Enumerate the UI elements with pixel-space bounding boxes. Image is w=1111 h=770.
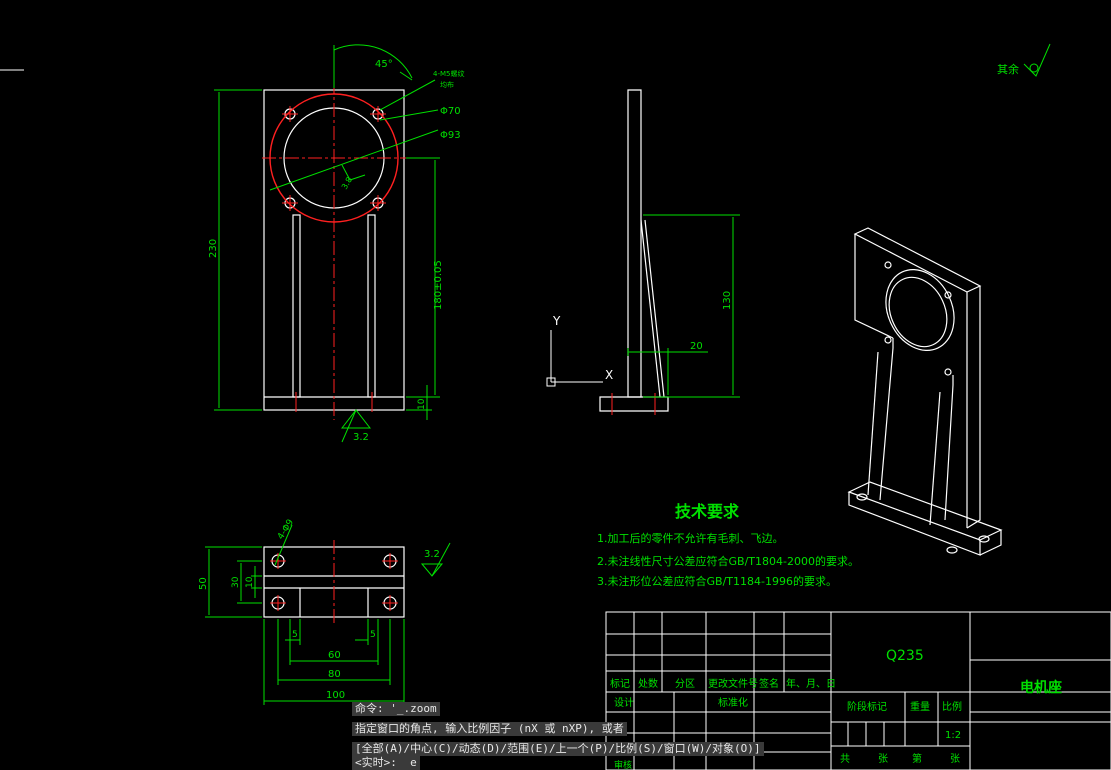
surface-finish-icon bbox=[1023, 43, 1051, 77]
stage-mark-label: 阶段标记 bbox=[847, 700, 887, 713]
title-block-text: Q235 电机座 标记 处数 分区 更改文件号 签名 年、月、日 设计 标准化 … bbox=[610, 648, 1062, 770]
part-name-label: 电机座 bbox=[1020, 679, 1062, 696]
front-view[interactable]: 45° 4-M5螺纹 均布 Φ70 Φ93 230 180±0.05 10 3.… bbox=[208, 44, 464, 443]
hole-note-line1: 4-M5螺纹 bbox=[433, 69, 464, 78]
base-thickness-label: 10 bbox=[417, 398, 427, 410]
command-options-line[interactable]: [全部(A)/中心(C)/动态(D)/范围(E)/上一个(P)/比例(S)/窗口… bbox=[352, 742, 764, 756]
dia-outer-label: Φ70 bbox=[440, 106, 461, 117]
plan-10-label: 10 bbox=[245, 576, 255, 588]
col-date: 年、月、日 bbox=[786, 677, 836, 690]
sheets-label-2: 张 bbox=[950, 753, 960, 765]
total-label: 共 bbox=[840, 753, 850, 765]
plan-30-label: 30 bbox=[231, 576, 241, 588]
side-view-centerlines bbox=[611, 393, 656, 415]
command-history-line-2: 指定窗口的角点, 输入比例因子 (nX 或 nXP), 或者 bbox=[352, 722, 627, 736]
plan-100-label: 100 bbox=[326, 690, 345, 701]
plan-view-centerlines bbox=[270, 540, 398, 625]
isometric-view[interactable] bbox=[847, 227, 1003, 556]
tech-req-1: 1.加工后的零件不允许有毛刺、飞边。 bbox=[597, 531, 784, 545]
plan-holes-label: 4-Φ9 bbox=[276, 518, 296, 542]
plan-view-dimensions bbox=[205, 524, 451, 705]
height-total-label: 230 bbox=[208, 239, 219, 258]
side-view-dim-text: 130 20 bbox=[690, 291, 733, 352]
standardize-label: 标准化 bbox=[718, 696, 748, 709]
scale-label: 比例 bbox=[942, 700, 962, 713]
dia-inner-label: Φ93 bbox=[440, 130, 461, 141]
side-view[interactable]: 130 20 bbox=[599, 89, 740, 415]
surface-finish-label: 其余 bbox=[997, 62, 1019, 76]
col-count: 处数 bbox=[638, 677, 658, 690]
col-doc: 更改文件号 bbox=[708, 677, 758, 690]
front-view-dimensions bbox=[214, 44, 440, 443]
col-mark: 标记 bbox=[610, 678, 630, 690]
command-history-line-1: 命令: '_.zoom bbox=[352, 702, 440, 716]
col-sign: 签名 bbox=[759, 677, 779, 690]
audit-label: 审核 bbox=[614, 759, 632, 770]
tech-req-2: 2.未注线性尺寸公差应符合GB/T1804-2000的要求。 bbox=[597, 554, 859, 568]
angle-dim-label: 45° bbox=[375, 59, 393, 70]
hole-note-line2: 均布 bbox=[440, 80, 454, 89]
ucs-x-label: X bbox=[605, 368, 613, 382]
ucs-icon bbox=[546, 330, 603, 387]
roughness-side-label: 3.2 bbox=[424, 549, 440, 560]
command-input-line[interactable]: <实时>: e bbox=[352, 756, 420, 770]
weight-label: 重量 bbox=[910, 700, 930, 713]
side-width-label: 20 bbox=[690, 341, 703, 352]
plan-5-left-label: 5 bbox=[292, 630, 298, 640]
plan-60-label: 60 bbox=[328, 650, 341, 661]
material-label: Q235 bbox=[886, 648, 924, 664]
plan-5-right-label: 5 bbox=[370, 630, 376, 640]
ucs-y-label: Y bbox=[552, 314, 561, 328]
front-view-dim-text: 45° 4-M5螺纹 均布 Φ70 Φ93 230 180±0.05 10 3.… bbox=[208, 59, 464, 443]
designer-label: 设计 bbox=[614, 696, 634, 709]
title-block[interactable]: Q235 电机座 标记 处数 分区 更改文件号 签名 年、月、日 设计 标准化 … bbox=[605, 611, 1111, 770]
sheet-no-label: 第 bbox=[912, 752, 922, 765]
tech-title: 技术要求 bbox=[675, 502, 740, 521]
technical-requirements: 技术要求 1.加工后的零件不允许有毛刺、飞边。 2.未注线性尺寸公差应符合GB/… bbox=[597, 502, 859, 588]
scale-value: 1:2 bbox=[945, 730, 961, 741]
plan-depth-label: 50 bbox=[198, 577, 209, 590]
plan-view[interactable]: 4-Φ9 50 30 10 5 5 60 80 100 3.2 bbox=[198, 518, 451, 705]
plan-80-label: 80 bbox=[328, 669, 341, 680]
front-view-centerlines bbox=[262, 80, 406, 420]
side-view-outline bbox=[599, 89, 669, 412]
roughness-front-label: 3.2 bbox=[353, 432, 369, 443]
rib-height-label: 130 bbox=[722, 291, 733, 310]
height-center-label: 180±0.05 bbox=[433, 260, 444, 310]
col-zone: 分区 bbox=[675, 678, 695, 690]
side-view-dimensions bbox=[627, 214, 740, 398]
tech-req-3: 3.未注形位公差应符合GB/T1184-1996的要求。 bbox=[597, 574, 837, 588]
circle-offset-label: 3.8 bbox=[340, 175, 354, 191]
sheets-label-1: 张 bbox=[878, 753, 888, 765]
